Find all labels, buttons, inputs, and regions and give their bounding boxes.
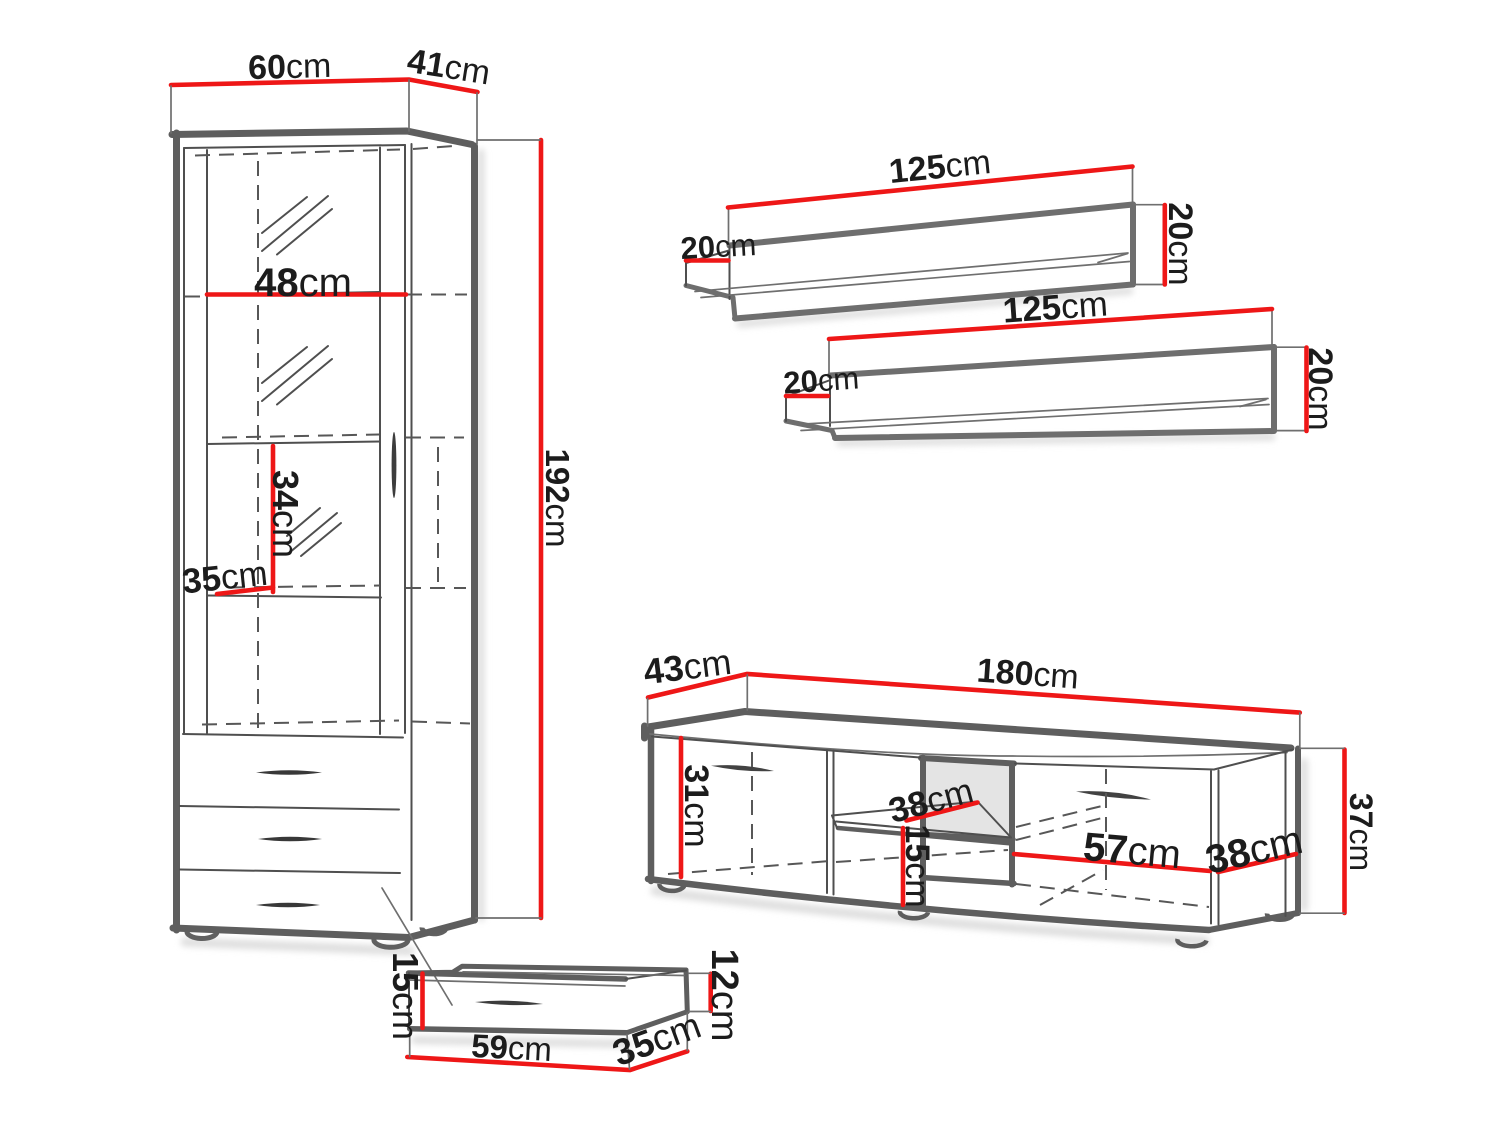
svg-text:43cm: 43cm [641,641,733,692]
svg-text:57cm: 57cm [1081,825,1182,877]
svg-text:35cm: 35cm [180,554,269,602]
svg-text:37cm: 37cm [1343,793,1379,871]
svg-text:15cm: 15cm [898,824,936,907]
svg-text:48cm: 48cm [254,261,352,305]
svg-text:34cm: 34cm [265,470,306,558]
svg-text:20cm: 20cm [680,227,758,266]
svg-text:192cm: 192cm [539,448,576,547]
svg-text:125cm: 125cm [1001,284,1109,330]
svg-text:31cm: 31cm [677,764,715,847]
svg-text:59cm: 59cm [470,1027,553,1068]
svg-text:60cm: 60cm [248,47,332,87]
svg-text:15cm: 15cm [385,952,426,1040]
svg-text:20cm: 20cm [1301,347,1339,430]
svg-text:180cm: 180cm [976,652,1080,697]
svg-text:20cm: 20cm [782,360,860,400]
svg-text:12cm: 12cm [703,949,745,1042]
svg-text:20cm: 20cm [1161,202,1199,285]
